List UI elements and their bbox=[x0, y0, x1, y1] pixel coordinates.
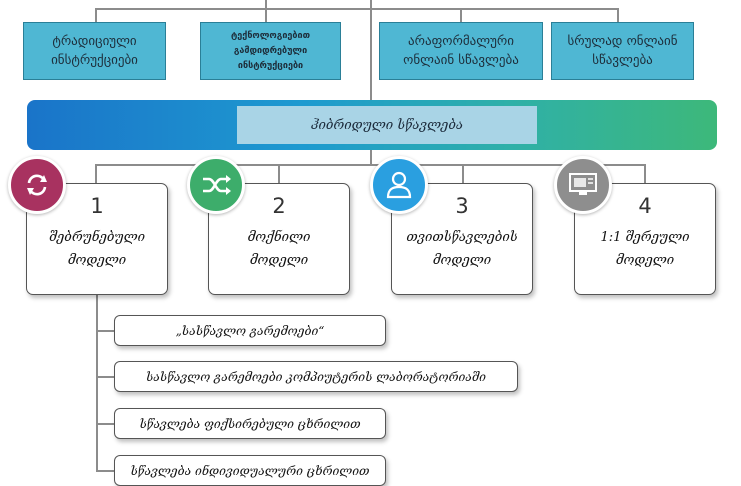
top-box-technology: ტექნოლოგიებით გამდიდრებული ინსტრუქციები bbox=[200, 22, 341, 80]
model-name: 1:1 შერეული მოდელი bbox=[600, 230, 690, 268]
connector-mid-h bbox=[95, 164, 645, 166]
connector-top-vertical bbox=[370, 0, 372, 100]
model-card-3: 3 თვითსწავლების მოდელი bbox=[391, 183, 533, 295]
connector-model-drop-3 bbox=[462, 164, 464, 183]
person-icon bbox=[370, 156, 428, 214]
connector-model-drop-4 bbox=[644, 164, 646, 183]
connector-top-right-h bbox=[372, 8, 618, 10]
connector-mid-vertical bbox=[370, 150, 372, 165]
model-number: 3 bbox=[455, 194, 469, 218]
connector-model-drop-2 bbox=[278, 164, 280, 183]
model-name: თვითსწავლების მოდელი bbox=[406, 230, 518, 268]
sub-item-fixed-schedule: სწავლება ფიქსირებული ცხრილით bbox=[114, 408, 386, 439]
connector-top-left-h bbox=[95, 8, 370, 10]
connector-sub-h-4 bbox=[96, 470, 114, 472]
connector-drop-3 bbox=[460, 8, 462, 22]
model-number: 1 bbox=[90, 194, 104, 218]
sub-item-computer-lab: სასწავლო გარემოები კომპიუტერის ლაბორატორ… bbox=[114, 361, 518, 392]
model-name: მოქნილი მოდელი bbox=[247, 230, 311, 268]
sub-item-learning-environments: „სასწავლო გარემოები“ bbox=[114, 315, 386, 346]
rotate-icon bbox=[8, 156, 66, 214]
connector-drop-1 bbox=[95, 8, 97, 22]
model-name: შებრუნებული მოდელი bbox=[49, 230, 145, 268]
connector-drop-2 bbox=[265, 0, 267, 22]
model-number: 4 bbox=[638, 194, 652, 218]
connector-model-drop-1 bbox=[95, 164, 97, 183]
connector-sub-h-3 bbox=[96, 423, 114, 425]
top-box-informal-online: არაფორმალური ონლაინ სწავლება bbox=[379, 22, 543, 80]
model-number: 2 bbox=[272, 194, 286, 218]
model-card-1: 1 შებრუნებული მოდელი bbox=[26, 183, 168, 295]
top-box-fully-online: სრულად ონლაინ სწავლება bbox=[551, 22, 694, 80]
connector-sub-h-1 bbox=[96, 330, 114, 332]
shuffle-icon bbox=[187, 156, 245, 214]
hybrid-banner-label: ჰიბრიდული სწავლება bbox=[237, 106, 537, 144]
top-box-traditional: ტრადიციული ინსტრუქციები bbox=[23, 22, 166, 80]
connector-sub-h-2 bbox=[96, 376, 114, 378]
monitor-icon bbox=[554, 156, 612, 214]
sub-item-individual-schedule: სწავლება ინდივიდუალური ცხრილით bbox=[114, 455, 386, 486]
connector-sub-vertical bbox=[96, 295, 98, 471]
connector-drop-4 bbox=[617, 8, 619, 22]
